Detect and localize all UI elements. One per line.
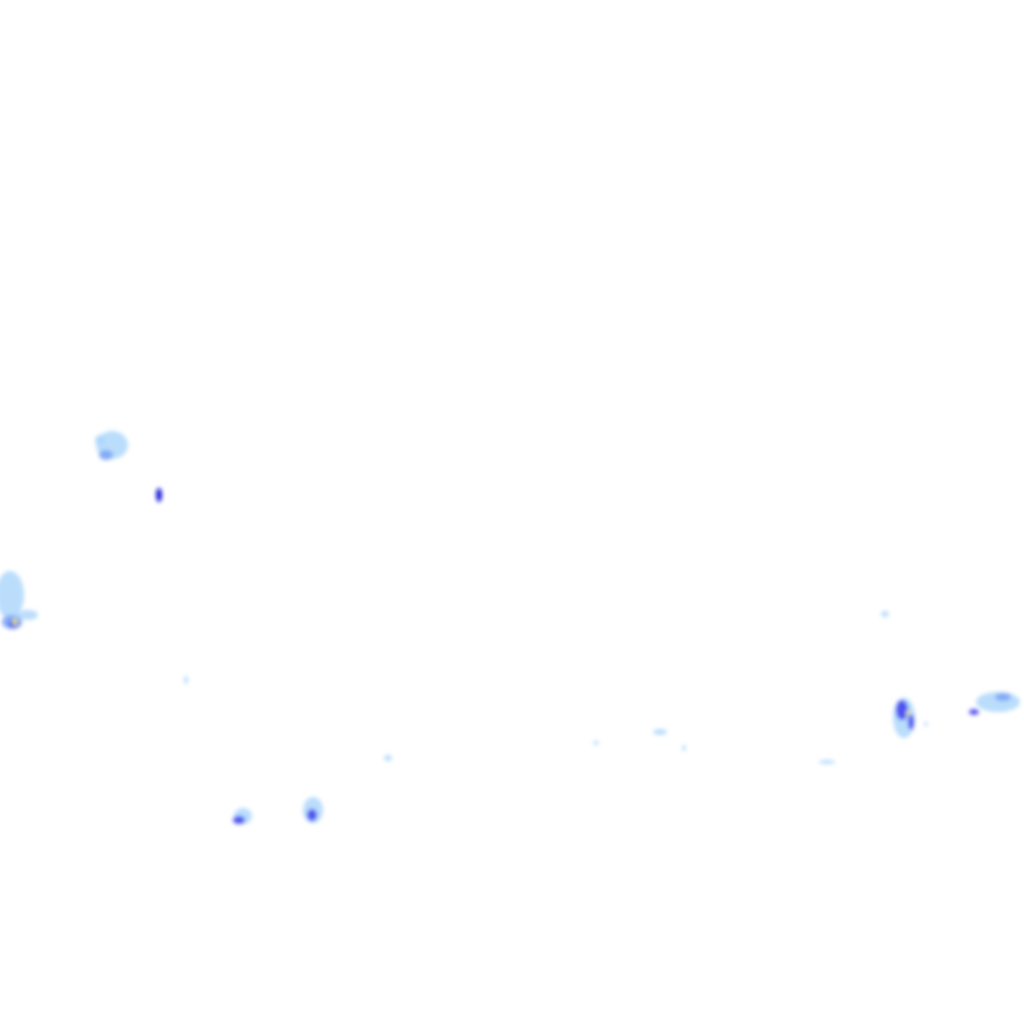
- precipitation-cell-light: [593, 741, 599, 745]
- precipitation-cell-extreme: [906, 711, 910, 715]
- precipitation-cell-moderate: [995, 693, 1011, 701]
- precipitation-cell-light: [95, 435, 105, 445]
- precipitation-cell-light: [184, 676, 188, 684]
- precipitation-cell-heavy: [969, 709, 979, 715]
- precipitation-cell-light: [653, 729, 667, 735]
- precipitation-cell-heavy: [307, 809, 317, 821]
- precipitation-cell-moderate: [99, 450, 113, 460]
- precipitation-cell-light: [18, 610, 38, 620]
- precipitation-cell-light: [924, 722, 928, 726]
- precipitation-cell-heavy: [233, 816, 245, 824]
- precipitation-cell-light: [682, 745, 686, 751]
- precipitation-cell-extreme: [13, 618, 17, 626]
- precipitation-cell-light: [384, 755, 392, 761]
- precipitation-cell-light: [819, 760, 835, 764]
- precipitation-cell-light: [0, 571, 24, 619]
- precipitation-cell-heavy: [896, 700, 908, 720]
- precipitation-cell-intense: [156, 488, 162, 502]
- precipitation-cell-light: [881, 611, 889, 617]
- precipitation-cell-heavy: [908, 714, 914, 730]
